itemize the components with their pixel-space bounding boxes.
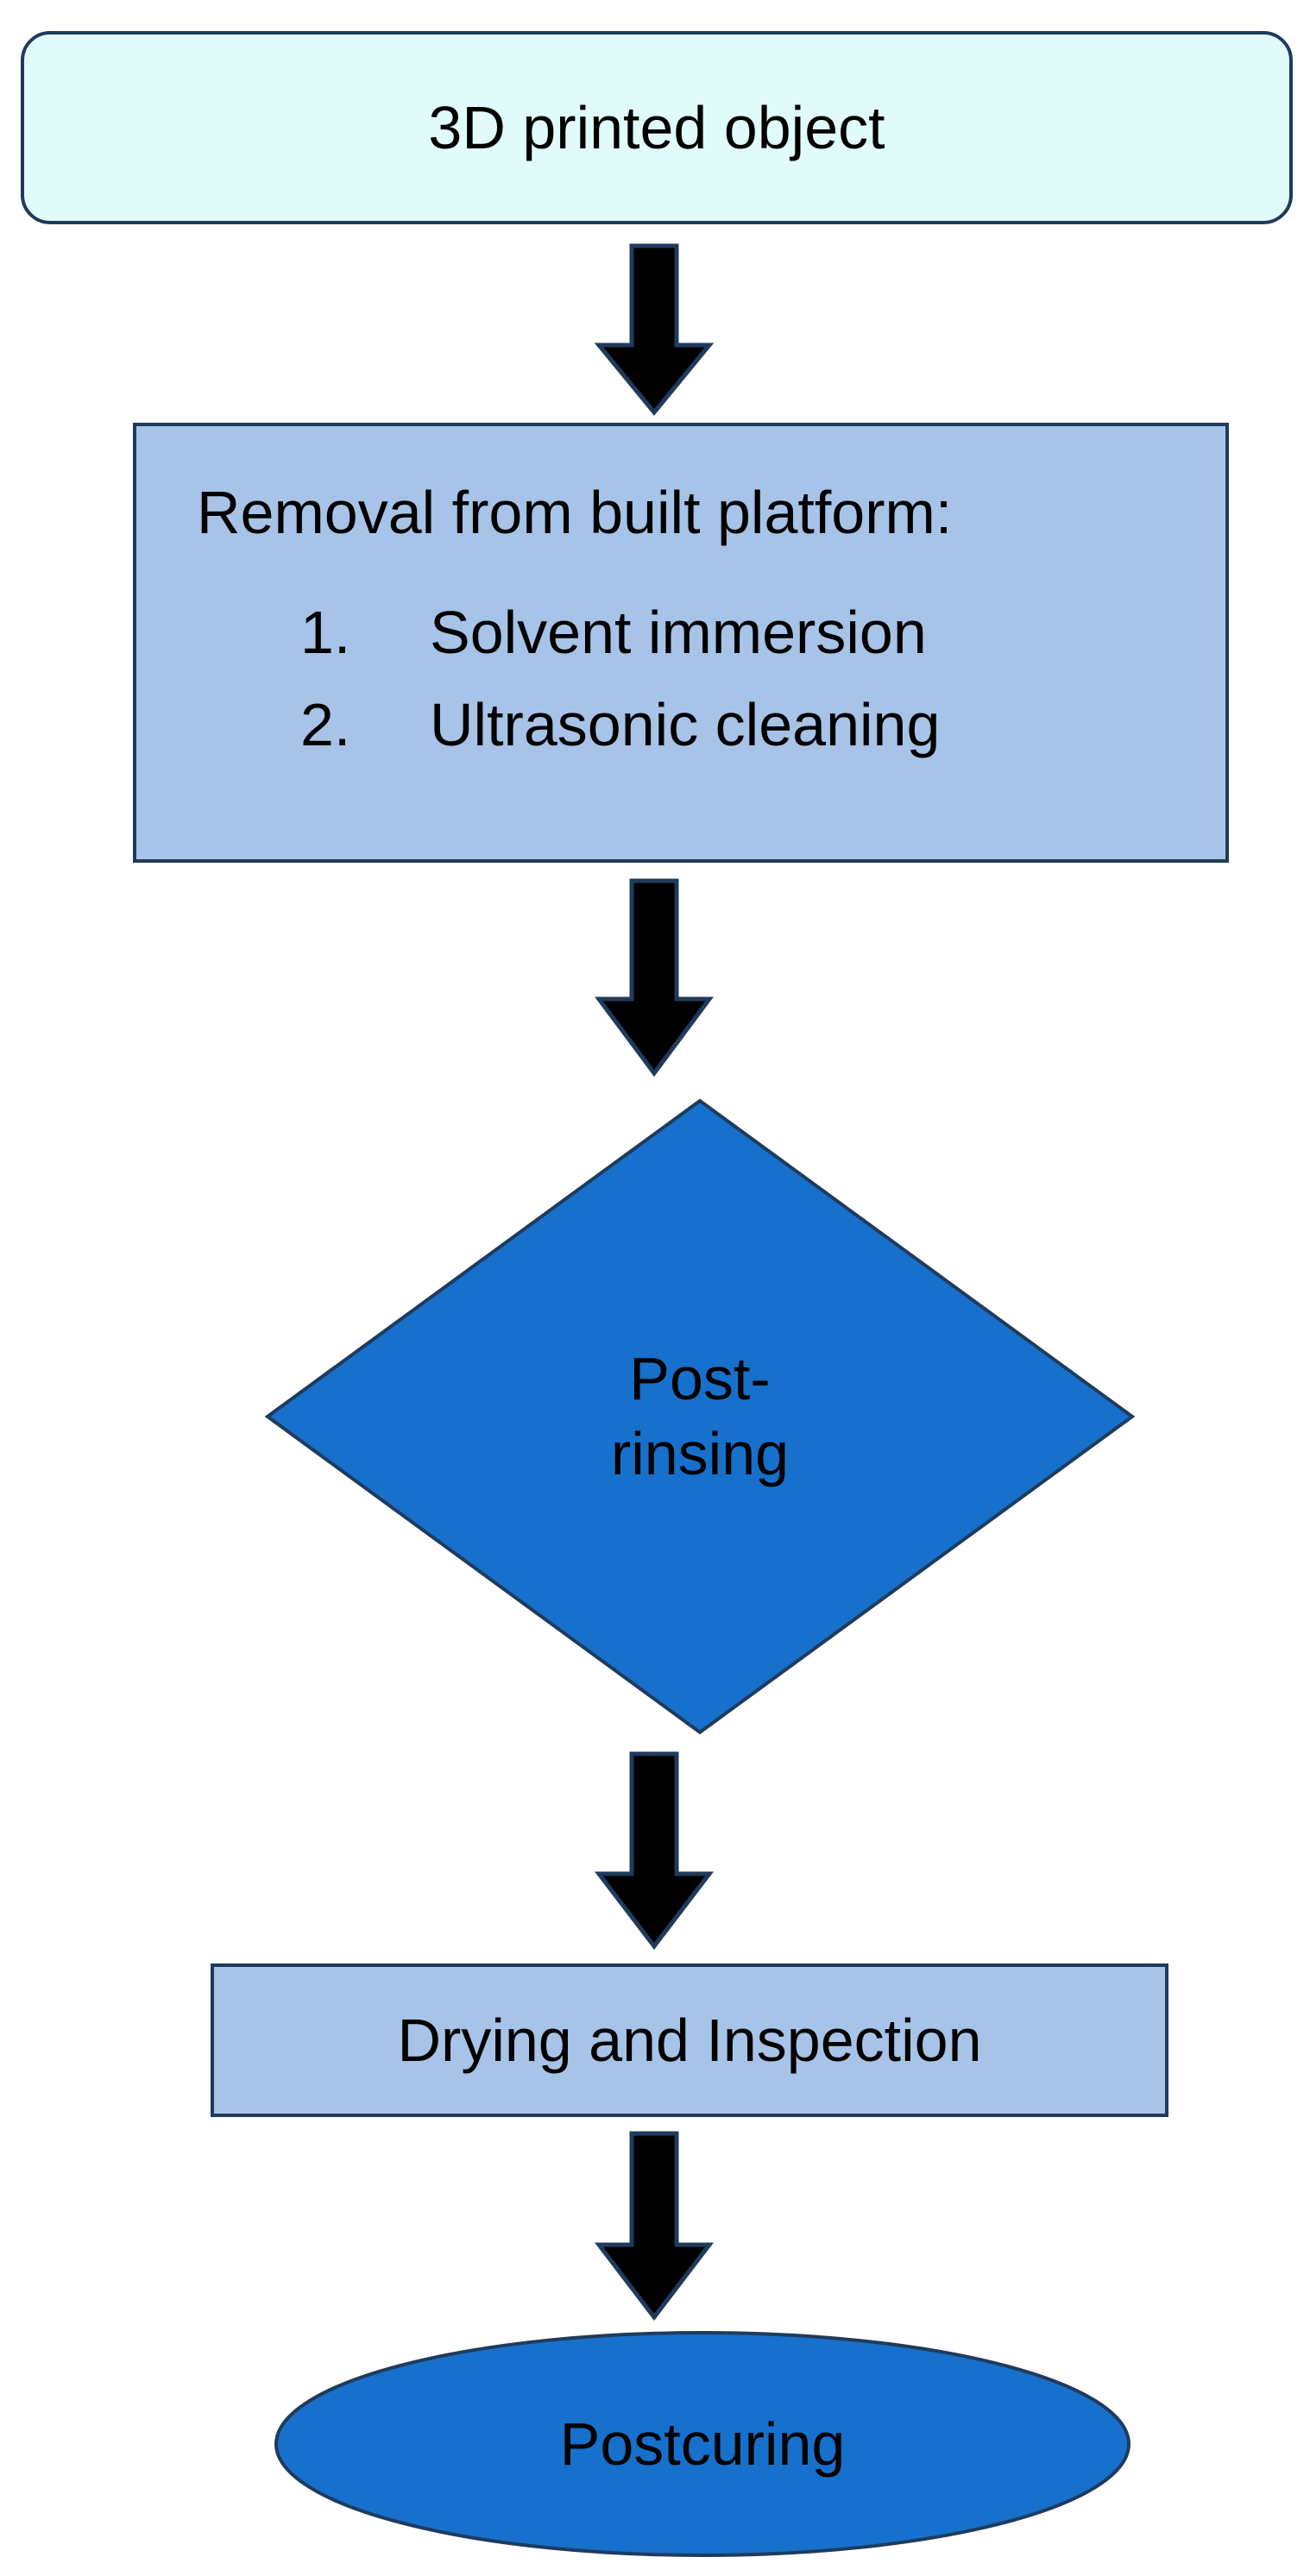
diamond-shape bbox=[264, 1098, 1136, 1735]
step-number: 2. bbox=[300, 690, 351, 758]
decision-label-line-1: Post- bbox=[629, 1344, 771, 1412]
removal-title: Removal from built platform: bbox=[197, 479, 953, 546]
oval-shape bbox=[274, 2331, 1131, 2557]
step-label: Solvent immersion bbox=[430, 598, 927, 666]
step-number: 1. bbox=[300, 598, 351, 666]
decision-label: Post- rinsing bbox=[264, 1097, 1136, 1736]
down-arrow-icon bbox=[594, 243, 715, 416]
start-node-label: 3D printed object bbox=[428, 94, 885, 161]
drying-label: Drying and Inspection bbox=[397, 2007, 982, 2074]
step-label: Ultrasonic cleaning bbox=[430, 690, 941, 758]
terminal-node-postcuring: Postcuring bbox=[273, 2329, 1132, 2559]
terminal-label-text: Postcuring bbox=[559, 2410, 846, 2478]
down-arrow-icon bbox=[595, 878, 714, 1077]
start-node-3d-printed-object: 3D printed object bbox=[21, 31, 1293, 224]
decision-label-line-2: rinsing bbox=[610, 1420, 790, 1487]
arrow-shape bbox=[595, 878, 714, 1077]
removal-steps-list: 1. Solvent immersion 2. Ultrasonic clean… bbox=[300, 586, 940, 770]
down-arrow-icon bbox=[594, 1751, 715, 1950]
process-node-removal: Removal from built platform: 1. Solvent … bbox=[133, 423, 1229, 863]
process-node-drying-inspection: Drying and Inspection bbox=[211, 1963, 1168, 2117]
list-item: 2. Ultrasonic cleaning bbox=[300, 678, 940, 770]
arrow-shape bbox=[594, 2131, 715, 2321]
down-arrow-icon bbox=[594, 2131, 715, 2321]
decision-node-post-rinsing: Post- rinsing bbox=[264, 1097, 1136, 1736]
terminal-label: Postcuring bbox=[273, 2329, 1132, 2559]
list-item: 1. Solvent immersion bbox=[300, 586, 940, 678]
arrow-shape bbox=[594, 243, 715, 416]
arrow-shape bbox=[594, 1751, 715, 1950]
